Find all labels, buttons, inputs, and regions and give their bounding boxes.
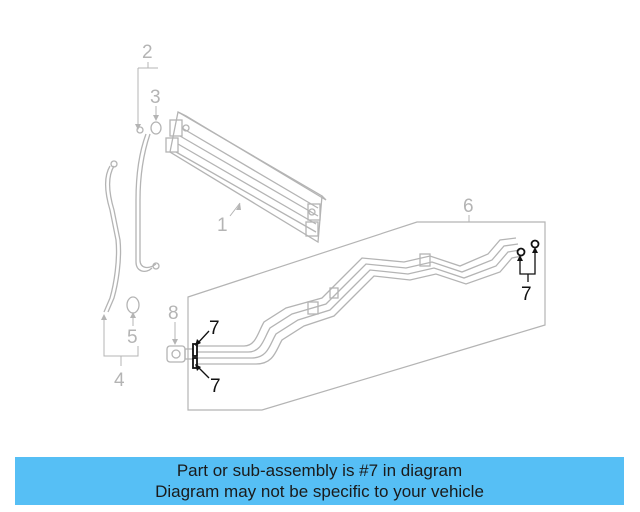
arrow-7b	[195, 364, 201, 371]
cooler-line-upper	[135, 126, 160, 273]
arrow-7c-left	[517, 255, 523, 261]
callout-2: 2	[142, 42, 153, 63]
callout-8: 8	[168, 303, 179, 324]
leader-7c	[519, 250, 536, 275]
callout-4: 4	[114, 370, 125, 391]
fitting-8	[166, 345, 194, 363]
cooler-line-lower	[103, 160, 122, 313]
arrow-7c-right	[532, 247, 538, 253]
clip-7-left	[192, 343, 198, 369]
oil-cooler	[165, 110, 327, 244]
info-banner: Part or sub-assembly is #7 in diagram Di…	[15, 457, 624, 505]
assembly-6-panel	[187, 221, 546, 411]
cooler-line-assembly	[196, 237, 523, 365]
callout-7-bottom: 7	[210, 376, 221, 397]
callout-7-top: 7	[209, 318, 220, 339]
gasket-3	[150, 121, 162, 135]
banner-line-2: Diagram may not be specific to your vehi…	[155, 482, 484, 501]
callout-7-right: 7	[521, 284, 532, 305]
callout-3: 3	[150, 87, 161, 108]
arrow-1	[236, 203, 241, 210]
arrow-7a	[195, 339, 201, 346]
arrow-5	[130, 312, 136, 318]
arrow-2	[135, 124, 141, 130]
arrow-3	[153, 115, 159, 121]
callout-6: 6	[463, 196, 474, 217]
callout-1: 1	[217, 215, 228, 236]
leader-1	[229, 202, 241, 217]
callout-5: 5	[127, 327, 138, 348]
arrow-4	[101, 314, 107, 320]
parts-diagram: 1 2 3 4 5 6 8 7 7 7	[101, 42, 546, 411]
gasket-5	[126, 296, 140, 314]
arrow-8	[172, 339, 178, 345]
banner-line-1: Part or sub-assembly is #7 in diagram	[176, 461, 463, 480]
